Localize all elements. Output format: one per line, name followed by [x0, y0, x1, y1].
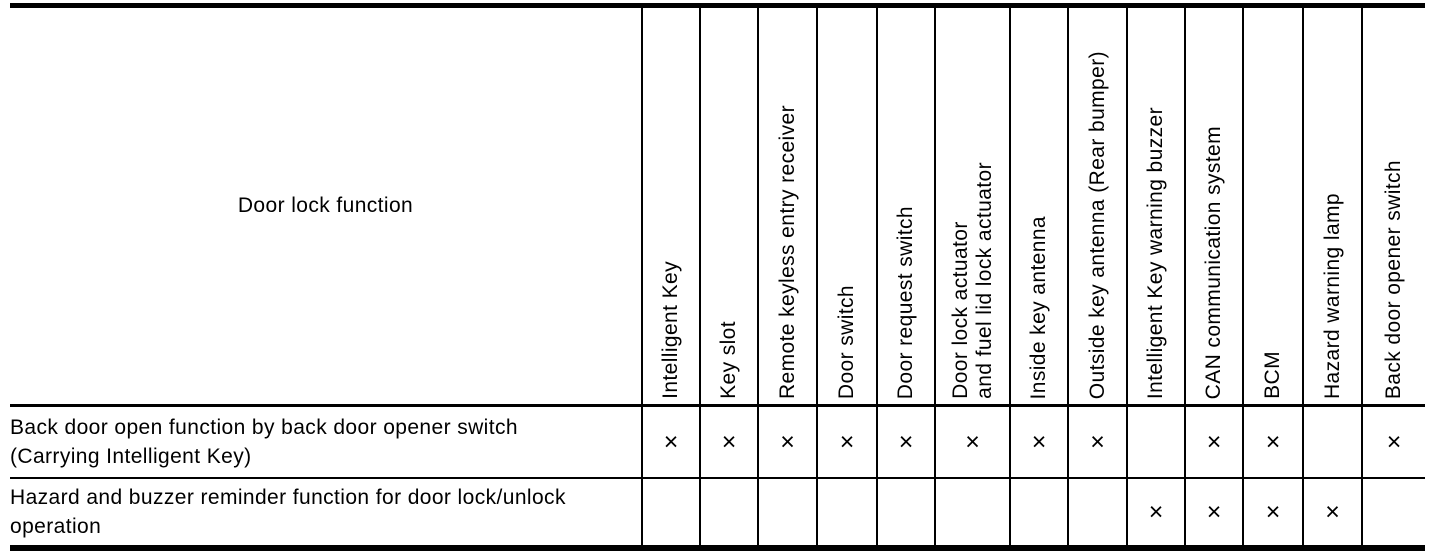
table-header: Door lock function Intelligent Key Key s… — [10, 5, 1425, 407]
col-header-label: Key slot — [717, 321, 740, 399]
col-header-intelligent-key: Intelligent Key — [641, 5, 700, 407]
col-header-bcm: BCM — [1242, 5, 1303, 407]
col-header-door-switch: Door switch — [816, 5, 877, 407]
matrix-cell: × — [1184, 478, 1243, 548]
col-header-inside-key-antenna: Inside key antenna — [1009, 5, 1068, 407]
col-header-outside-key-antenna-rear-bumper: Outside key antenna (Rear bumper) — [1067, 5, 1127, 407]
matrix-cell: × — [876, 405, 935, 479]
matrix-cell — [934, 478, 1010, 548]
matrix-cell — [1361, 478, 1425, 548]
col-header-label: Remote keyless entry receiver — [775, 104, 799, 399]
col-header-label: Back door opener switch — [1382, 159, 1405, 399]
col-header-back-door-opener-switch: Back door opener switch — [1361, 5, 1425, 407]
matrix-cell: × — [699, 405, 758, 479]
function-label: Hazard and buzzer reminder function for … — [10, 486, 566, 538]
matrix-cell — [1067, 478, 1127, 548]
corner-header-door-lock-function: Door lock function — [10, 5, 642, 407]
matrix-cell: × — [1067, 405, 1127, 479]
col-header-label: Door lock actuator and fuel lid lock act… — [948, 162, 996, 399]
col-header-intelligent-key-warning-buzzer: Intelligent Key warning buzzer — [1126, 5, 1185, 407]
matrix-cell: × — [641, 405, 700, 479]
matrix-cell: × — [1126, 478, 1185, 548]
matrix-cell: × — [1361, 405, 1425, 479]
matrix-cell: × — [1242, 405, 1303, 479]
matrix-cell — [699, 478, 758, 548]
matrix-cell — [757, 478, 817, 548]
matrix-cell — [641, 478, 700, 548]
matrix-cell: × — [757, 405, 817, 479]
function-label: Back door open function by back door ope… — [10, 405, 642, 479]
col-header-label: CAN communication system — [1202, 125, 1225, 399]
col-header-label: Intelligent Key warning buzzer — [1144, 106, 1167, 399]
col-header-label: BCM — [1261, 351, 1284, 399]
matrix-cell — [876, 478, 935, 548]
col-header-label: Inside key antenna — [1027, 215, 1050, 400]
col-header-key-slot: Key slot — [699, 5, 758, 407]
matrix-cell — [1302, 405, 1362, 479]
matrix-cell: × — [816, 405, 877, 479]
col-header-label: Hazard warning lamp — [1320, 192, 1344, 399]
matrix-cell: × — [1009, 405, 1068, 479]
matrix-cell — [1126, 405, 1185, 479]
matrix-cell: × — [934, 405, 1010, 479]
function-row-back-door-open: Back door open function by back door ope… — [10, 405, 1425, 479]
matrix-cell: × — [1242, 478, 1303, 548]
function-row-hazard-buzzer-reminder: Hazard and buzzer reminder function for … — [10, 478, 1425, 548]
col-header-can-communication-system: CAN communication system — [1184, 5, 1243, 407]
matrix-cell: × — [1184, 405, 1243, 479]
table-body: Back door open function by back door ope… — [10, 405, 1425, 548]
matrix-cell — [816, 478, 877, 548]
matrix-cell: × — [1302, 478, 1362, 548]
col-header-label: Outside key antenna (Rear bumper) — [1085, 50, 1109, 399]
col-header-label: Door switch — [835, 284, 858, 399]
door-lock-function-matrix-table: Door lock function Intelligent Key Key s… — [10, 3, 1425, 551]
matrix-cell — [1009, 478, 1068, 548]
col-header-hazard-warning-lamp: Hazard warning lamp — [1302, 5, 1362, 407]
col-header-remote-keyless-entry-receiver: Remote keyless entry receiver — [757, 5, 817, 407]
col-header-label: Door request switch — [894, 205, 917, 399]
col-header-door-lock-actuator-and-fuel-lid-lock-actuator: Door lock actuator and fuel lid lock act… — [934, 5, 1010, 407]
col-header-door-request-switch: Door request switch — [876, 5, 935, 407]
col-header-label: Intelligent Key — [659, 261, 682, 399]
header-row: Door lock function Intelligent Key Key s… — [10, 5, 1425, 407]
